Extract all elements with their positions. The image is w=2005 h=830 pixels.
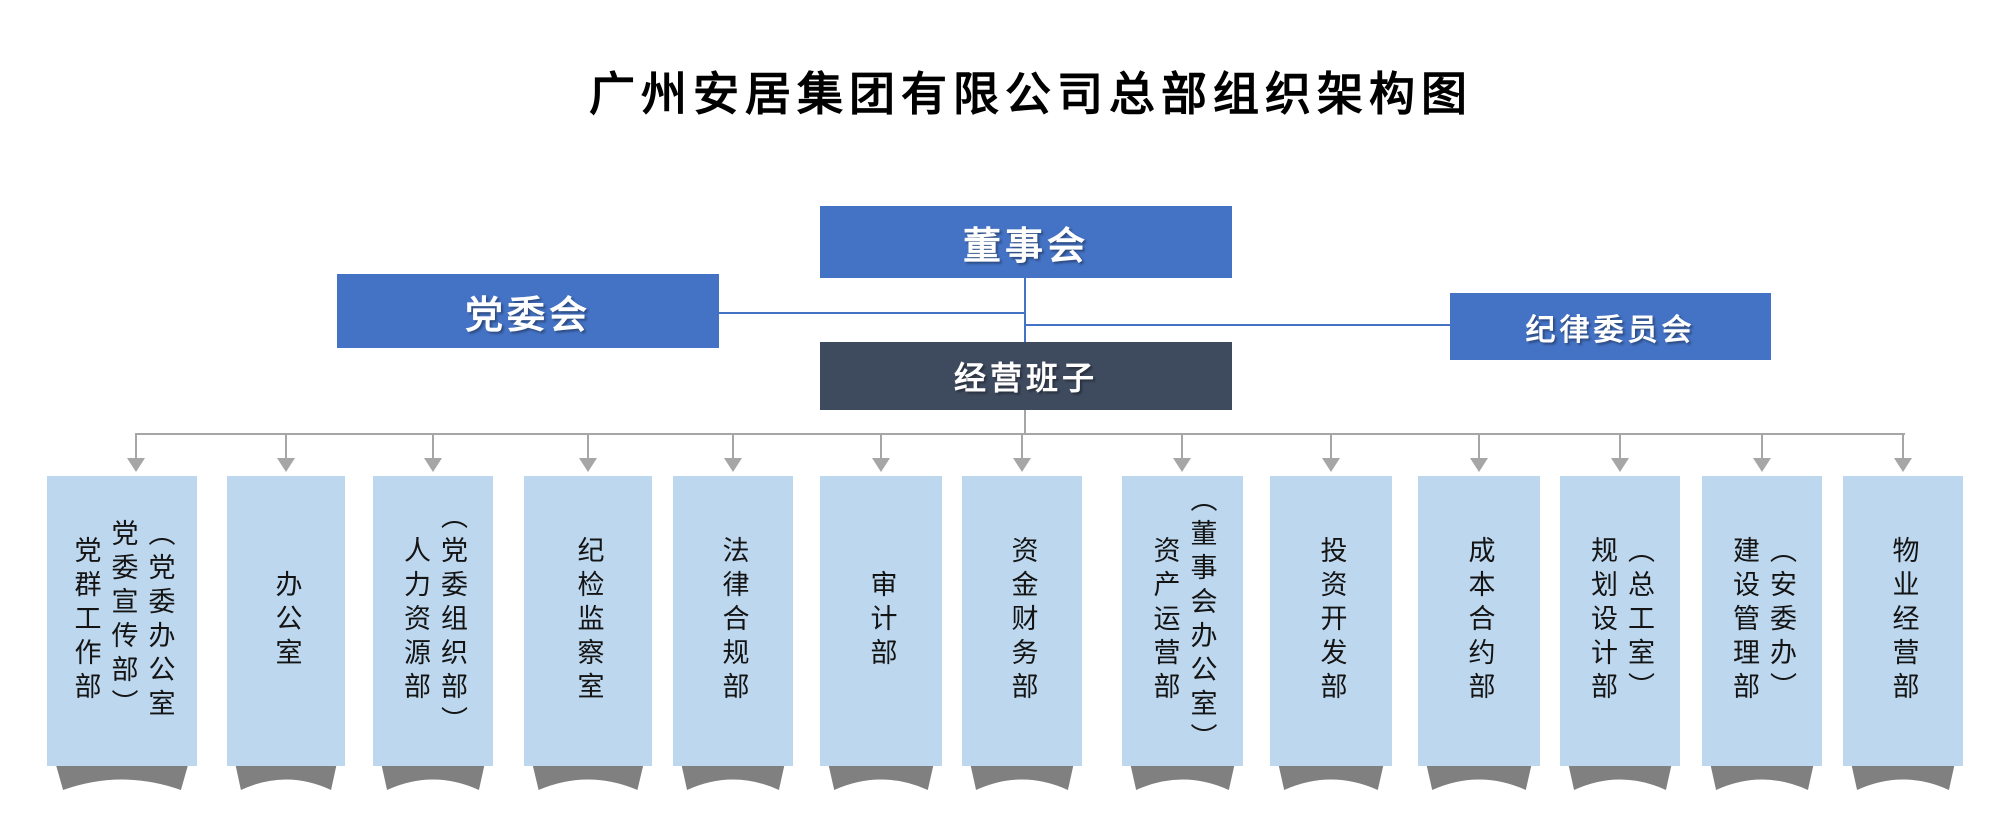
connector-drop <box>880 433 882 460</box>
dept-shadow <box>1278 766 1384 790</box>
dept-shadow <box>970 766 1074 790</box>
connector-drop <box>1478 433 1480 460</box>
dept-label: 投资开发部 <box>1316 536 1347 706</box>
connector-management-stem <box>1024 410 1026 433</box>
arrow-down-icon <box>277 458 295 472</box>
dept-box-party-mass-work: （党委办公室 党委宣传部） 党群工作部 <box>47 476 197 766</box>
dept-box-property-operation: 物业经营部 <box>1843 476 1963 766</box>
dept-box-cost-contract: 成本合约部 <box>1418 476 1540 766</box>
dept-label: （党委办公室 党委宣传部） 党群工作部 <box>70 519 175 723</box>
arrow-down-icon <box>1894 458 1912 472</box>
dept-shadow <box>1568 766 1672 790</box>
connector-drop <box>285 433 287 460</box>
dept-label: （总工室） 规划设计部 <box>1587 536 1654 706</box>
dept-box-discipline-inspection: 纪检监察室 <box>524 476 652 766</box>
dept-box-audit: 审计部 <box>820 476 942 766</box>
arrow-down-icon <box>127 458 145 472</box>
arrow-down-icon <box>1322 458 1340 472</box>
arrow-down-icon <box>724 458 742 472</box>
node-management-team: 经营班子 <box>820 342 1232 410</box>
dept-box-construction-management: （安委办） 建设管理部 <box>1702 476 1822 766</box>
chart-title: 广州安居集团有限公司总部组织架构图 <box>589 68 1473 120</box>
dept-label: 办公室 <box>271 570 302 672</box>
arrow-down-icon <box>872 458 890 472</box>
dept-shadow <box>681 766 785 790</box>
connector-party-committee <box>719 312 1026 314</box>
dept-box-planning-design: （总工室） 规划设计部 <box>1560 476 1680 766</box>
connector-drop <box>135 433 137 460</box>
dept-label: 资金财务部 <box>1007 536 1038 706</box>
dept-box-funds-finance: 资金财务部 <box>962 476 1082 766</box>
connector-drop <box>1181 433 1183 460</box>
arrow-down-icon <box>579 458 597 472</box>
connector-drop <box>1330 433 1332 460</box>
node-management-team-label: 经营班子 <box>953 360 1098 396</box>
node-board: 董事会 <box>820 206 1232 278</box>
dept-label: 法律合规部 <box>718 536 749 706</box>
connector-drop <box>1761 433 1763 460</box>
dept-box-asset-operation: （董事会办公室） 资产运营部 <box>1122 476 1243 766</box>
dept-shadow <box>828 766 934 790</box>
connector-drop <box>1902 433 1904 460</box>
dept-shadow <box>1710 766 1814 790</box>
connector-discipline-committee <box>1025 324 1450 326</box>
dept-label: 纪检监察室 <box>573 536 604 706</box>
dept-label: （党委组织部） 人力资源部 <box>400 502 467 740</box>
dept-shadow <box>381 766 485 790</box>
dept-shadow <box>1130 766 1235 790</box>
connector-drop <box>1021 433 1023 460</box>
arrow-down-icon <box>1013 458 1031 472</box>
arrow-down-icon <box>1470 458 1488 472</box>
connector-drop <box>587 433 589 460</box>
arrow-down-icon <box>1753 458 1771 472</box>
dept-shadow <box>56 766 188 790</box>
arrow-down-icon <box>1611 458 1629 472</box>
arrow-down-icon <box>424 458 442 472</box>
dept-shadow <box>532 766 644 790</box>
dept-shadow <box>1851 766 1955 790</box>
dept-label: （安委办） 建设管理部 <box>1729 536 1796 706</box>
node-discipline-committee: 纪律委员会 <box>1450 293 1771 360</box>
dept-label: 审计部 <box>866 570 897 672</box>
connector-board-to-management <box>1024 278 1026 342</box>
dept-label: 成本合约部 <box>1464 536 1495 706</box>
dept-box-investment-development: 投资开发部 <box>1270 476 1392 766</box>
dept-shadow <box>1426 766 1532 790</box>
node-party-committee: 党委会 <box>337 274 719 348</box>
connector-drop <box>1619 433 1621 460</box>
dept-label: 物业经营部 <box>1888 536 1919 706</box>
connector-rail <box>136 433 1905 435</box>
connector-drop <box>432 433 434 460</box>
dept-box-legal-compliance: 法律合规部 <box>673 476 793 766</box>
dept-box-human-resources: （党委组织部） 人力资源部 <box>373 476 493 766</box>
dept-label: （董事会办公室） 资产运营部 <box>1149 485 1217 757</box>
node-discipline-committee-label: 纪律委员会 <box>1525 313 1696 347</box>
node-board-label: 董事会 <box>962 225 1089 268</box>
node-party-committee-label: 党委会 <box>464 294 591 337</box>
dept-shadow <box>235 766 337 790</box>
connector-drop <box>732 433 734 460</box>
arrow-down-icon <box>1173 458 1191 472</box>
dept-box-general-office: 办公室 <box>227 476 345 766</box>
